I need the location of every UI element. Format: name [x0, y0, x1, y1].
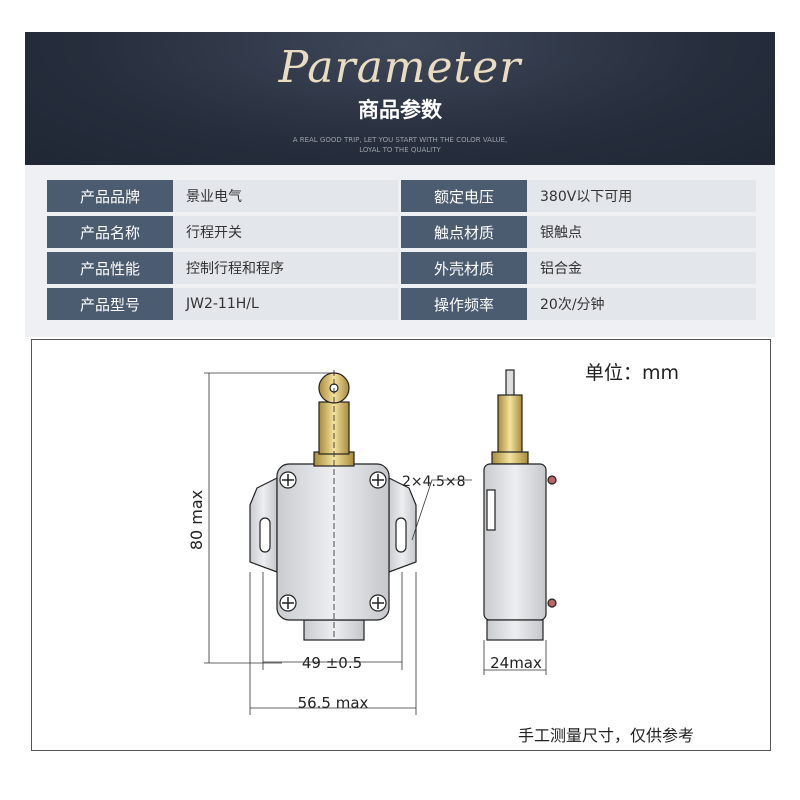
outer-width-dimension: 56.5 max — [298, 694, 369, 712]
spec-value: JW2-11H/L — [173, 288, 398, 320]
spec-table: 产品品牌 景业电气 额定电压 380V以下可用 产品名称 行程开关 触点材质 银… — [25, 165, 775, 337]
spec-label: 产品名称 — [47, 216, 173, 248]
spec-value: 控制行程和程序 — [173, 252, 398, 284]
dimension-drawing: 单位：mm — [31, 339, 771, 751]
spec-value: 380V以下可用 — [527, 180, 756, 212]
spec-value: 景业电气 — [173, 180, 398, 212]
header-banner: Parameter 商品参数 A REAL GOOD TRIP, LET YOU… — [25, 32, 775, 165]
spec-label: 额定电压 — [401, 180, 527, 212]
spec-row: 产品品牌 景业电气 额定电压 380V以下可用 — [47, 180, 756, 212]
spec-row: 产品型号 JW2-11H/L 操作频率 20次/分钟 — [47, 288, 756, 320]
spec-value: 20次/分钟 — [527, 288, 756, 320]
side-view — [483, 369, 557, 641]
spec-row: 产品性能 控制行程和程序 外壳材质 铝合金 — [47, 252, 756, 284]
spec-value: 银触点 — [527, 216, 756, 248]
depth-dimension: 24max — [490, 654, 542, 672]
slogan-line-1: A REAL GOOD TRIP, LET YOU START WITH THE… — [292, 136, 508, 144]
measurement-note: 手工测量尺寸，仅供参考 — [518, 726, 695, 745]
spec-label: 操作频率 — [401, 288, 527, 320]
inner-width-dimension: 49 ±0.5 — [302, 654, 362, 672]
unit-label: 单位：mm — [585, 362, 680, 384]
hole-dimension: 2×4.5×8 — [402, 474, 466, 490]
title-cn: 商品参数 — [358, 98, 442, 122]
height-dimension: 80 max — [187, 490, 206, 550]
spec-label: 产品型号 — [47, 288, 173, 320]
spec-label: 产品性能 — [47, 252, 173, 284]
dimension-lines — [204, 372, 547, 715]
spec-value: 行程开关 — [173, 216, 398, 248]
slogan-line-2: LOYAL TO THE QUALITY — [359, 146, 441, 154]
front-view — [249, 370, 417, 641]
spec-label: 外壳材质 — [401, 252, 527, 284]
switch-drawing: 80 max 2×4.5×8 49 ±0.5 56.5 max 24max — [187, 369, 557, 715]
spec-label: 触点材质 — [401, 216, 527, 248]
title-script: Parameter — [278, 42, 522, 93]
spec-row: 产品名称 行程开关 触点材质 银触点 — [47, 216, 756, 248]
slogan: A REAL GOOD TRIP, LET YOU START WITH THE… — [25, 135, 775, 155]
spec-label: 产品品牌 — [47, 180, 173, 212]
spec-value: 铝合金 — [527, 252, 756, 284]
